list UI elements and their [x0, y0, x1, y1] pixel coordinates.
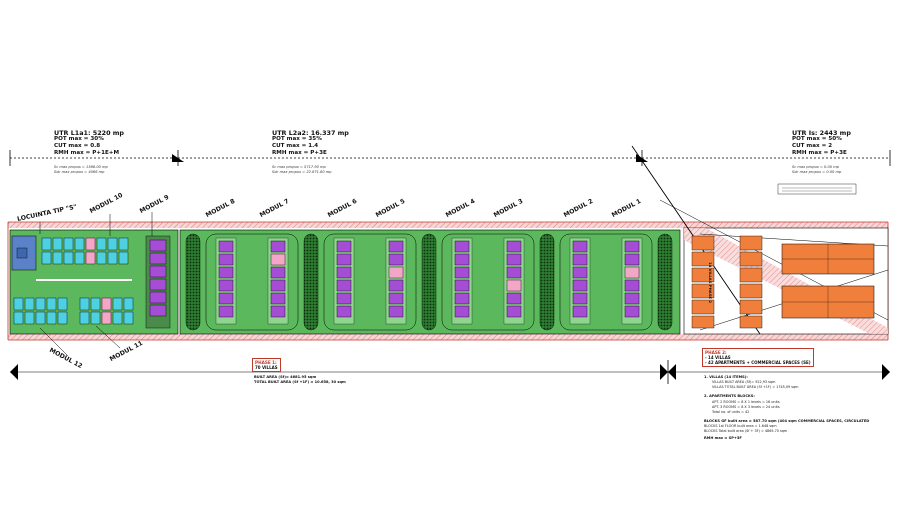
module-pod — [559, 233, 653, 331]
phase-2-box: PHASE 2: - 14 VILLAS - 42 APARTMENTS + C… — [702, 348, 814, 367]
utr-1-sc: Sc max propus = 1566.00 mp — [54, 165, 108, 169]
legend-box — [777, 183, 857, 195]
phase2-villas — [691, 235, 763, 329]
note-villas-total: VILLAS TOTAL BUILT AREA (Sf +1F) = 1745,… — [712, 385, 799, 389]
tree-strip — [303, 233, 319, 331]
module-pod — [205, 233, 299, 331]
phase-1-villas: 70 VILLAS — [255, 365, 278, 370]
utr-2-rmh: RMH max = P+3E — [272, 150, 327, 156]
note-apartments: 2. APARTMENTS BLOCKS: — [704, 394, 755, 398]
note-villas-built: VILLAS BUILT AREA (Sf)= 922,93 sqm — [712, 380, 776, 384]
modul-9-column — [145, 235, 171, 329]
note-apt-2rooms: APT. 2 ROOMS = 8 X 1 levels = 16 units — [712, 400, 780, 404]
left-block — [9, 229, 179, 335]
tree-strip — [539, 233, 555, 331]
utr-2-pot: POT max = 35% — [272, 136, 322, 142]
utr-3-sc: Sc max propus = 0.00 mp — [792, 165, 839, 169]
utr-1-sdc: Sdc max propus = 4066 mp — [54, 170, 105, 174]
tree-strip — [185, 233, 201, 331]
utr-2-sc: Sc max propus = 5717.95 mp — [272, 165, 326, 169]
module-pod — [441, 233, 535, 331]
bottom-dimension-line — [10, 360, 890, 384]
villa-row-bottom — [13, 297, 134, 325]
phase-1-box: PHASE 1: 70 VILLAS — [252, 358, 281, 372]
apartment-blocks — [781, 243, 875, 319]
right-block — [631, 145, 889, 335]
tree-strip — [421, 233, 437, 331]
phase-2-title: PHASE 2: — [705, 350, 727, 355]
utr-2-cut: CUT max = 1.4 — [272, 143, 319, 149]
note-rmh: RMH max = SP+3F — [704, 436, 742, 440]
phase-1-total: TOTAL BUILT AREA (Sf +1F) = 10.658, 30 s… — [254, 380, 346, 384]
utr-2-title: UTR L2a2: 16.337 mp — [272, 129, 349, 137]
module-pod — [323, 233, 417, 331]
utr-1-pot: POT max = 30% — [54, 136, 104, 142]
middle-block — [179, 229, 681, 335]
phase-2-apartments: - 42 APARTMENTS + COMMERCIAL SPACES (SE) — [705, 360, 811, 365]
top-dimension-line — [9, 150, 891, 166]
phase-1-built: BUILT AREA (Sf)= 4681.95 sqm — [254, 375, 317, 379]
tree-strip — [657, 233, 673, 331]
note-apt-3rooms: APT. 3 ROOMS = 8 X 3 levels = 24 units — [712, 405, 780, 409]
utr-3-pot: POT max = 50% — [792, 136, 842, 142]
villa-row-top — [41, 237, 129, 265]
note-villas: 1. VILLAS (14 ITEMS): — [704, 375, 748, 379]
utr-2-sdc: Sdc max propus = 22.871.80 mp — [272, 170, 332, 174]
leader-lines — [39, 212, 153, 357]
utr-3-title: UTR Is: 2443 mp — [792, 129, 851, 137]
phase-1-title: PHASE 1: — [255, 360, 277, 365]
note-blocks-gf: BLOCKS GF built area = 587.70 sqm (404 s… — [704, 419, 870, 423]
note-blocks-1f: BLOCKS 1st FLOOR built area = 1.648 sqm — [704, 424, 777, 428]
utr-3-sdc: Sdc max propus = 0.00 mp — [792, 170, 842, 174]
note-blocks-total: BLOCKS Total built area (Sf + 3F) = 4865… — [704, 429, 788, 433]
utr-1-title: UTR L1a1: 5220 mp — [54, 129, 124, 137]
villas-block-label: 14 VILLAS PHASE 2 — [708, 262, 713, 303]
utr-1-cut: CUT max = 0.8 — [54, 143, 101, 149]
phase-2-villas: - 14 VILLAS — [705, 355, 731, 360]
utr-3-rmh: RMH max = P+3E — [792, 150, 847, 156]
note-apt-total: Total no. of units = 42 — [712, 410, 750, 414]
utr-1-rmh: RMH max = P+1E+M — [54, 150, 120, 156]
utr-3-cut: CUT max = 2 — [792, 143, 833, 149]
